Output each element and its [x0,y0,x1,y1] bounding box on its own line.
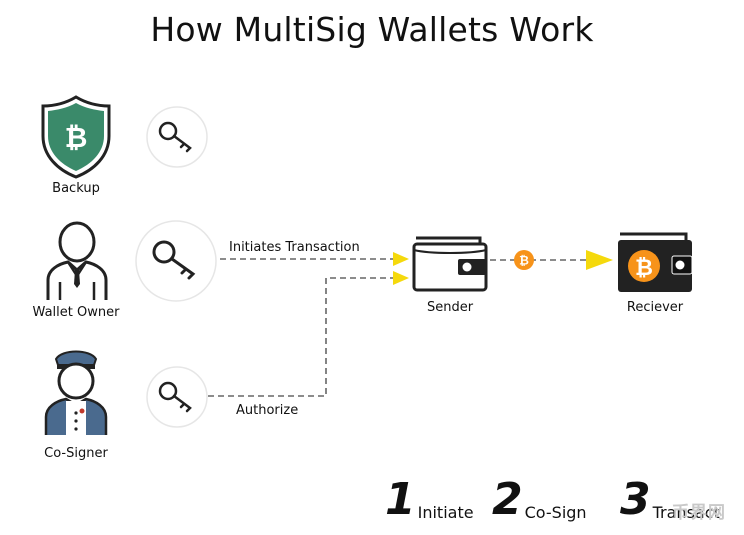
authorize-label: Authorize [236,403,299,418]
wallet-owner-label: Wallet Owner [32,305,120,320]
page-title: How MultiSig Wallets Work [150,10,594,49]
backup-label: Backup [52,181,100,196]
owner-key-icon [135,220,217,302]
receiver-label: Reciever [626,300,684,315]
svg-text:₿: ₿ [635,256,653,281]
cosigner-icon [44,350,108,435]
step-number: 2 [492,474,523,525]
step-number: 3 [620,474,651,525]
authorize-arrowhead [393,271,409,285]
initiate-arrowhead [393,252,409,266]
cosigner-key-icon [146,366,208,428]
wallet-owner-icon [46,221,108,300]
step-initiate: 1 Initiate [385,474,474,525]
watermark: 币界网 [672,503,726,523]
svg-text:₿: ₿ [65,121,88,154]
svg-text:₿: ₿ [519,254,529,268]
cosigner-label: Co-Signer [44,446,108,461]
step-label: Initiate [417,503,474,522]
sender-label: Sender [426,300,474,315]
transfer-arrowhead [586,250,613,270]
sender-wallet-icon [412,236,488,292]
step-label: Transact [652,503,720,522]
step-cosign: 2 Co-Sign [492,474,587,525]
step-transact: 3 Transact [620,474,720,525]
initiates-transaction-label: Initiates Transaction [229,240,360,255]
backup-key-icon [146,106,208,168]
receiver-wallet-icon: ₿ [618,232,693,292]
backup-shield-icon: ₿ [41,95,111,179]
bitcoin-coin-icon: ₿ [514,250,534,270]
authorize-flow-line [208,277,398,397]
step-number: 1 [385,474,416,525]
step-label: Co-Sign [524,503,587,522]
